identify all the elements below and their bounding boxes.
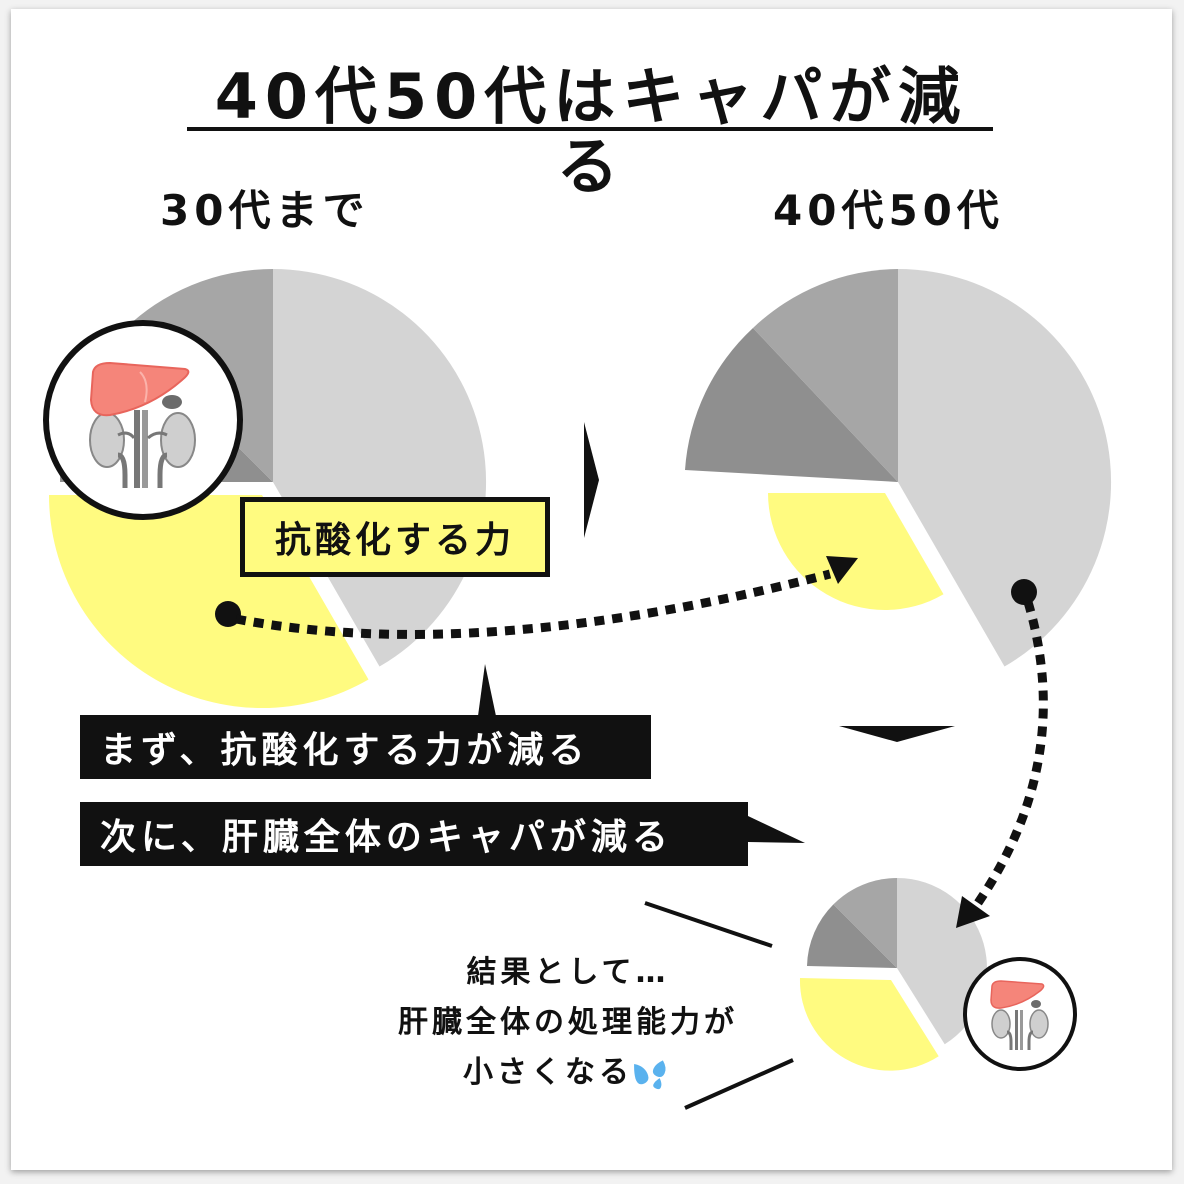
page-title: 40代50代はキャパが減る	[214, 60, 968, 203]
pie-chart-result	[799, 878, 987, 1071]
pie-slice-antioxidant	[799, 978, 939, 1071]
sweat-droplets-icon	[634, 1059, 666, 1089]
pie-slice-other-functions	[898, 268, 1112, 667]
pie-slice-dark	[807, 904, 897, 968]
antioxidant-label: 抗酸化する力	[240, 497, 550, 577]
callout-second-step: 次に、肝臓全体のキャパが減る	[80, 802, 748, 866]
title-underline	[187, 127, 993, 131]
liver-kidney-icon-small	[963, 957, 1077, 1071]
emphasis-line-top	[644, 901, 773, 948]
chevron-right-icon	[584, 422, 599, 538]
callout-tail-1	[478, 664, 496, 716]
pie-chart-40s-50s	[685, 268, 1112, 667]
result-line-2: 肝臓全体の処理能力が	[398, 1005, 738, 1040]
pie-slice-dark	[685, 328, 898, 482]
arrowhead-icon	[956, 896, 990, 928]
heading-40s-50s: 40代50代	[773, 186, 1004, 235]
arrowhead-icon	[826, 556, 858, 584]
result-line-3: 小さくなる	[463, 1055, 633, 1090]
heading-30s: 30代まで	[160, 186, 370, 235]
result-line-3-wrap: 小さくなる	[368, 1048, 768, 1098]
emphasis-line-bottom	[684, 1058, 794, 1110]
pie-slice-mid	[753, 269, 898, 482]
result-line-1: 結果として…	[466, 955, 670, 990]
pie-slice-mid	[833, 878, 897, 968]
callout-first-step: まず、抗酸化する力が減る	[80, 715, 651, 779]
chevron-down-icon	[839, 726, 955, 742]
result-text: 結果として… 肝臓全体の処理能力が 小さくなる	[368, 948, 768, 1098]
callout-tail-2	[748, 816, 805, 843]
dotted-arrow-capacity	[956, 579, 1048, 928]
liver-kidney-icon	[43, 320, 243, 520]
dotted-arrow-antioxidant	[215, 556, 858, 639]
